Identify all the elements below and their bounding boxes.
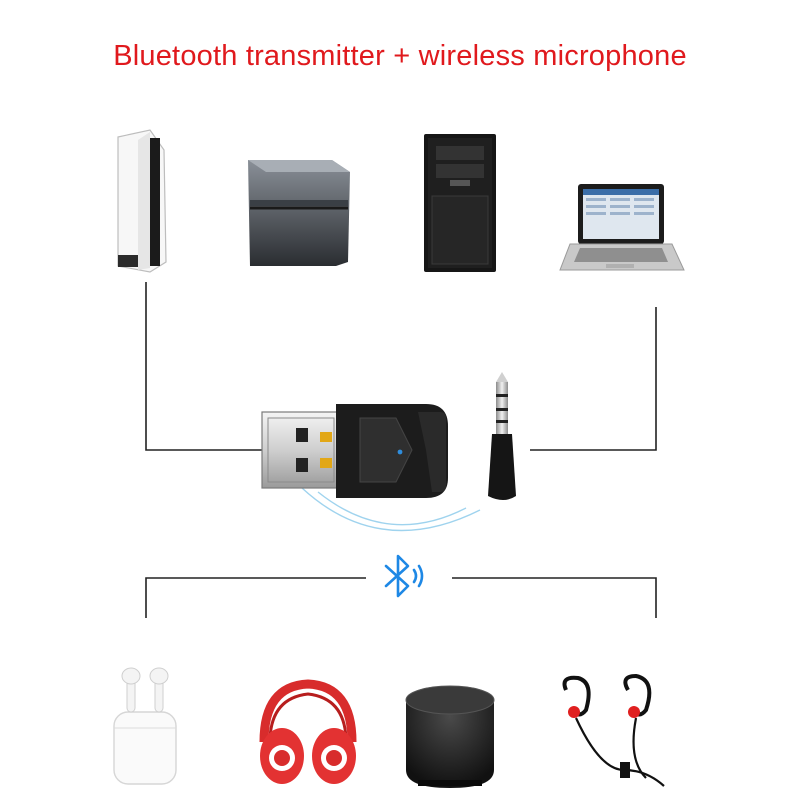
bluetooth-icon (384, 554, 424, 598)
bluetooth-speaker-icon (405, 685, 495, 788)
signal-arcs (301, 487, 481, 532)
ps4-console-icon (248, 160, 350, 266)
usb-bluetooth-adapter-icon (261, 404, 448, 498)
ps5-console-icon (117, 129, 167, 273)
laptop-icon (559, 184, 685, 271)
desktop-pc-tower-icon (424, 134, 496, 272)
connector-lines-top (145, 282, 657, 451)
wireless-earbuds-icon (113, 667, 177, 785)
connector-lines-bottom (145, 577, 657, 618)
page-title: Bluetooth transmitter + wireless microph… (113, 40, 687, 72)
headphones-icon (259, 679, 357, 784)
jack-microphone-icon (488, 372, 516, 500)
sport-earphones-icon (562, 673, 665, 787)
